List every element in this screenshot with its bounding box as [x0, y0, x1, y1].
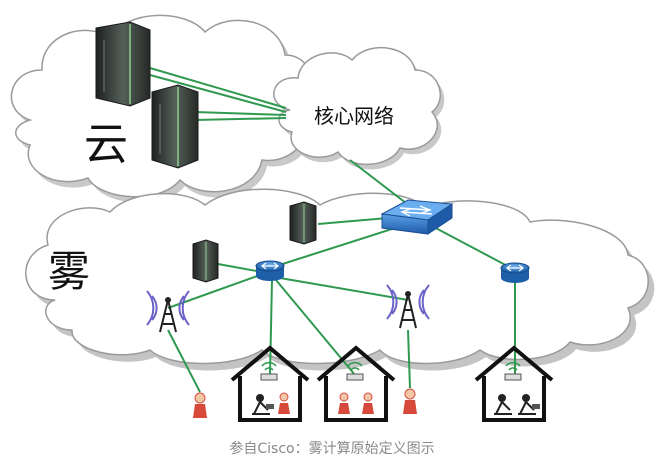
link	[194, 111, 287, 116]
core-network-label: 核心网络	[314, 104, 394, 128]
wifi-router-icon	[260, 361, 278, 381]
server-icon	[95, 21, 151, 107]
house-icon	[474, 345, 554, 422]
link	[217, 263, 263, 273]
link	[194, 117, 287, 121]
fog-region	[25, 188, 655, 371]
link	[269, 279, 273, 376]
person-icon	[338, 392, 350, 414]
person-icon	[362, 392, 374, 414]
link	[317, 217, 389, 225]
link	[279, 277, 409, 301]
link	[149, 67, 287, 109]
house-icon	[316, 345, 396, 422]
person-icon	[193, 392, 207, 418]
link	[429, 224, 516, 271]
person-icon	[494, 394, 512, 415]
antenna-tower-icon	[146, 290, 190, 333]
router-icon	[500, 262, 530, 283]
link	[149, 74, 287, 113]
person-icon	[403, 388, 417, 414]
server-icon	[151, 84, 199, 169]
wifi-router-icon	[504, 361, 522, 381]
wifi-router-icon	[346, 361, 364, 381]
fog-label: 雾	[48, 247, 91, 296]
server-icon	[192, 239, 219, 283]
cloud-label: 云	[84, 119, 128, 170]
link	[167, 329, 201, 393]
switch-icon	[380, 199, 454, 235]
person-icon	[518, 394, 540, 415]
server-icon	[289, 201, 317, 245]
person-icon	[252, 394, 274, 415]
person-icon	[278, 392, 290, 414]
figure-caption: 参自Cisco：雾计算原始定义图示	[229, 441, 435, 457]
antenna-tower-icon	[386, 284, 430, 329]
core-network-cloud	[273, 46, 445, 170]
router-icon	[255, 260, 285, 281]
house-icon	[230, 345, 310, 422]
link	[407, 329, 411, 389]
link	[269, 227, 396, 269]
